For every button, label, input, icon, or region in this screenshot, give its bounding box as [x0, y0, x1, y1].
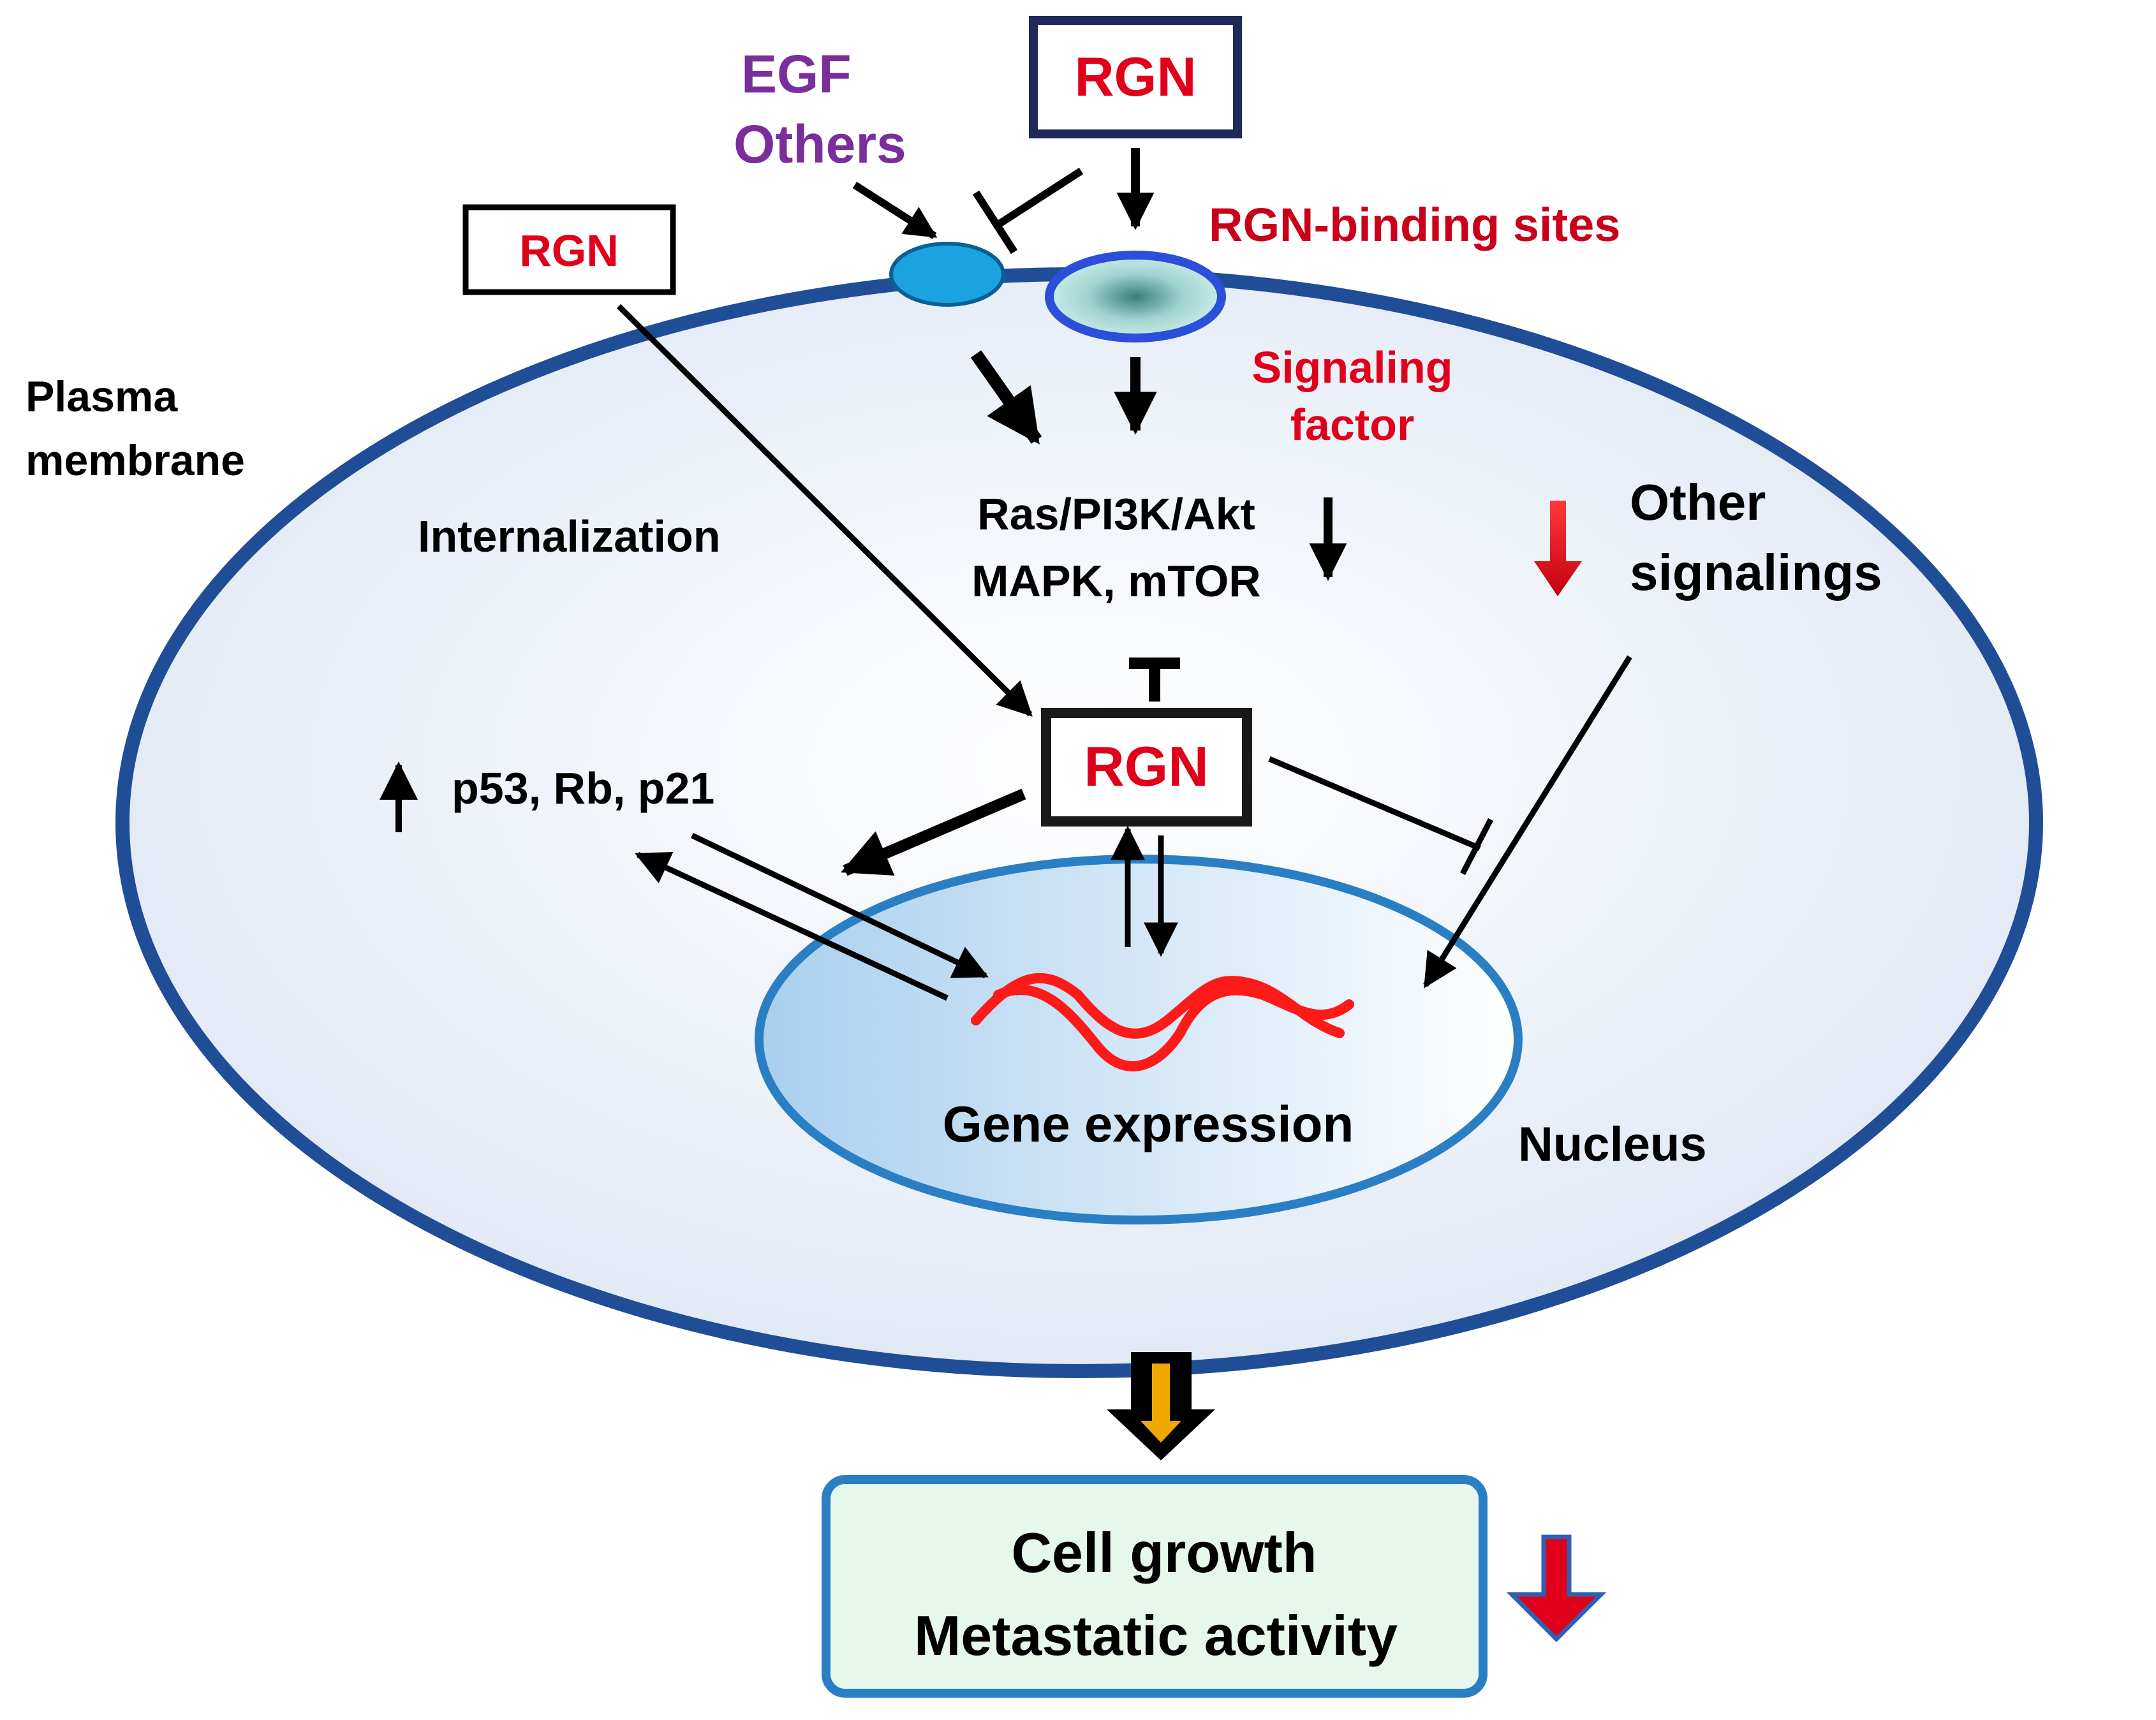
rgn-left-box	[462, 204, 676, 295]
cell-growth-label: Cell growth	[1011, 1521, 1317, 1584]
nucleus-to-p53-arrow	[635, 851, 949, 1001]
rgn-inhibits-receptor-bar	[972, 190, 1018, 254]
nucleus-label: Nucleus	[1518, 1117, 1707, 1172]
others-label: Others	[734, 114, 906, 174]
p53-rb-p21-label: p53, Rb, p21	[452, 763, 714, 813]
egf-label: EGF	[741, 44, 852, 104]
output-arrow-yellow-core	[1141, 1364, 1181, 1443]
pathway-line2-label: MAPK, mTOR	[971, 556, 1261, 606]
factor-label: factor	[1290, 400, 1414, 450]
pathway-line1-label: Ras/PI3K/Akt	[977, 489, 1255, 539]
output-box	[822, 1475, 1488, 1698]
rgn-top-box	[1029, 16, 1242, 138]
membrane-label: membrane	[26, 436, 245, 485]
rgn-to-p53-arrow	[841, 788, 1026, 876]
signalings-label: signalings	[1630, 544, 1882, 601]
internalization-arrow	[616, 304, 1033, 717]
output-decrease-arrow	[1506, 1534, 1607, 1642]
rgn-binding-sites-label: RGN-binding sites	[1209, 198, 1620, 251]
dna-icon	[971, 973, 1354, 1071]
metastatic-activity-label: Metastatic activity	[914, 1604, 1398, 1667]
rgn-inhibits-other-signalings-line	[1268, 756, 1481, 851]
other-label: Other	[1630, 474, 1766, 531]
rgn-top-label: RGN	[1074, 47, 1196, 108]
rgn-binding-site-icon	[1045, 251, 1226, 342]
rgn-inhibits-receptor-line	[996, 167, 1084, 228]
other-signalings-to-nucleus-arrow	[1423, 655, 1632, 989]
nucleus	[755, 855, 1523, 1224]
p53-to-nucleus-arrow	[691, 832, 989, 979]
rgn-inhibits-other-signalings-bar	[1460, 818, 1493, 876]
rgn-left-label: RGN	[519, 226, 619, 276]
signaling-label: Signaling	[1252, 342, 1453, 392]
other-signalings-decrease-arrow	[1534, 501, 1582, 596]
plasma-label: Plasma	[26, 372, 178, 421]
receptor-icon	[889, 242, 1005, 307]
receptor-to-pathway-arrow	[970, 350, 1042, 445]
internalization-label: Internalization	[418, 511, 720, 561]
rgn-center-label: RGN	[1084, 735, 1209, 798]
rgn-center-box	[1041, 708, 1252, 827]
egf-to-receptor-arrow	[852, 181, 938, 240]
gene-expression-label: Gene expression	[943, 1096, 1354, 1152]
